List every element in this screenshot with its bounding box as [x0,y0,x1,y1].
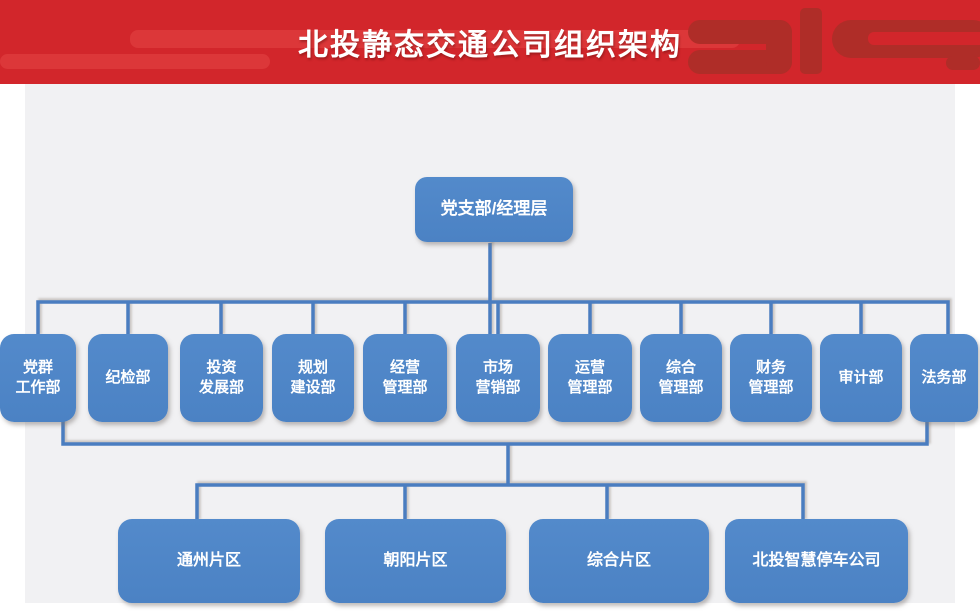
dept-node-caiwu: 财务 管理部 [730,334,812,422]
dept-label: 纪检部 [105,368,151,386]
dept-label: 审计部 [838,368,884,386]
root-label: 党支部/经理层 [440,199,548,219]
dept-node-jijian: 纪检部 [88,334,168,422]
region-label: 综合片区 [586,552,651,570]
dept-label: 法务部 [921,368,967,386]
dept-node-fawu: 法务部 [910,334,978,422]
dept-node-shichang: 市场 营销部 [456,334,540,422]
region-node-zhihui: 北投智慧停车公司 [725,519,908,603]
dept-node-dangqun: 党群 工作部 [0,334,76,422]
region-node-zonghe: 综合片区 [529,519,709,603]
root-node: 党支部/经理层 [415,177,573,242]
dept-node-shenji: 审计部 [820,334,902,422]
dept-node-yunying: 运营 管理部 [548,334,632,422]
dept-label: 综合 管理部 [658,358,704,396]
dept-label: 经营 管理部 [382,358,428,396]
dept-label: 市场 营销部 [475,358,521,396]
dept-node-guihua: 规划 建设部 [272,334,354,422]
dept-node-touzi: 投资 发展部 [180,334,263,422]
dept-node-zonghe: 综合 管理部 [640,334,722,422]
dept-label: 运营 管理部 [567,358,613,396]
dept-label: 财务 管理部 [748,358,794,396]
region-label: 北投智慧停车公司 [752,552,881,570]
page-title: 北投静态交通公司组织架构 [298,29,682,62]
big-logo-watermark [688,8,980,74]
header-streak [130,30,740,48]
dept-label: 投资 发展部 [198,358,244,396]
dept-label: 规划 建设部 [290,358,336,396]
dept-node-jingying: 经营 管理部 [363,334,447,422]
header-streak [0,54,270,69]
region-node-chaoyang: 朝阳片区 [325,519,506,603]
region-label: 通州片区 [176,552,241,570]
region-node-tongzhou: 通州片区 [118,519,300,603]
header-banner: 北投静态交通公司组织架构 [0,0,980,84]
dept-label: 党群 工作部 [15,358,61,396]
region-label: 朝阳片区 [383,552,448,570]
